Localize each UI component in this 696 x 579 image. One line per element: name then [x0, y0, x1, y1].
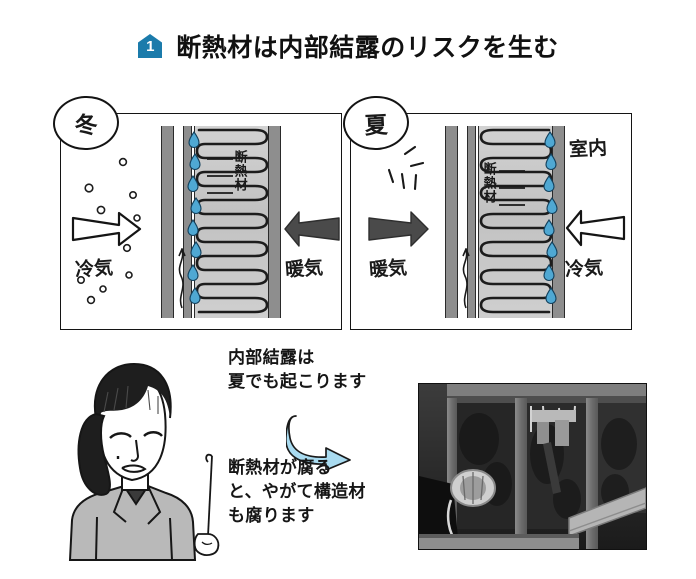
season-bubble-winter: 冬: [51, 94, 121, 152]
filled-arrow-left-winter: [284, 211, 340, 247]
cold-particle-dots: [74, 157, 141, 305]
diagram-panel-summer: 夏 暖気: [341, 94, 632, 330]
diagram-panel-winter: 冬 冷気: [51, 94, 342, 330]
insulation-leader-lines-winter: [207, 158, 233, 194]
room-label-summer: 室内: [568, 137, 608, 161]
condensation-droplets-winter: [187, 131, 202, 305]
note-bottom-line-3: も腐ります: [228, 506, 315, 527]
air-label-inside-summer: 冷気: [564, 256, 604, 282]
insulation-label-summer: 断熱材: [480, 162, 496, 204]
wall-assembly-summer: [445, 126, 565, 318]
page-title-bar: 1 断熱材は内部結露のリスクを生む: [0, 24, 696, 68]
note-bottom-line-2: と、やがて構造材: [228, 482, 366, 503]
insulation-label-winter: 断熱材: [231, 150, 247, 192]
curved-arrow-down-right-icon: [286, 415, 351, 470]
insulation-serpentine-winter: [195, 128, 269, 314]
section-number-text: 1: [146, 37, 155, 55]
handwritten-notes: 内部結露は 夏でも起こります 断熱材が腐る と、やがて構造材 も腐ります: [228, 346, 413, 558]
interior-finish-winter: [268, 126, 281, 318]
exterior-siding-winter: [161, 126, 174, 318]
photo-content: [419, 384, 646, 549]
wall-assembly-winter: [161, 126, 281, 318]
section-number-badge: 1: [137, 33, 163, 59]
note-bottom: 断熱材が腐る と、やがて構造材 も腐ります: [228, 456, 413, 528]
interior-finish-summer: [552, 126, 565, 318]
house-badge-icon: [138, 34, 163, 58]
note-bottom-line-1: 断熱材が腐る: [228, 458, 332, 478]
airflow-squiggle-winter: [178, 248, 186, 309]
sun-rays-icon: [387, 145, 425, 191]
exterior-siding-summer: [445, 126, 458, 318]
outline-arrow-right-winter: [71, 211, 142, 247]
page-title: 断熱材は内部結露のリスクを生む: [176, 33, 559, 62]
filled-arrow-right-summer: [368, 211, 429, 247]
insulation-serpentine-summer: [479, 128, 553, 314]
insulation-summer: [478, 126, 554, 318]
air-label-inside-winter: 暖気: [284, 256, 324, 282]
outline-arrow-left-summer: [565, 209, 626, 247]
air-label-outside-winter: 冷気: [74, 256, 114, 282]
wall-cavity-photo: [418, 383, 647, 550]
note-top: 内部結露は 夏でも起こります: [228, 346, 413, 394]
note-top-line-2: 夏でも起こります: [228, 372, 367, 393]
airflow-squiggle-summer: [462, 248, 470, 309]
insulation-leader-lines-summer: [499, 170, 525, 206]
note-top-line-1: 内部結露は: [228, 348, 315, 368]
condensation-droplets-summer: [543, 131, 558, 305]
sheathing-summer: [467, 126, 476, 318]
air-label-outside-summer: 暖気: [368, 256, 408, 282]
person-illustration: [68, 362, 220, 561]
